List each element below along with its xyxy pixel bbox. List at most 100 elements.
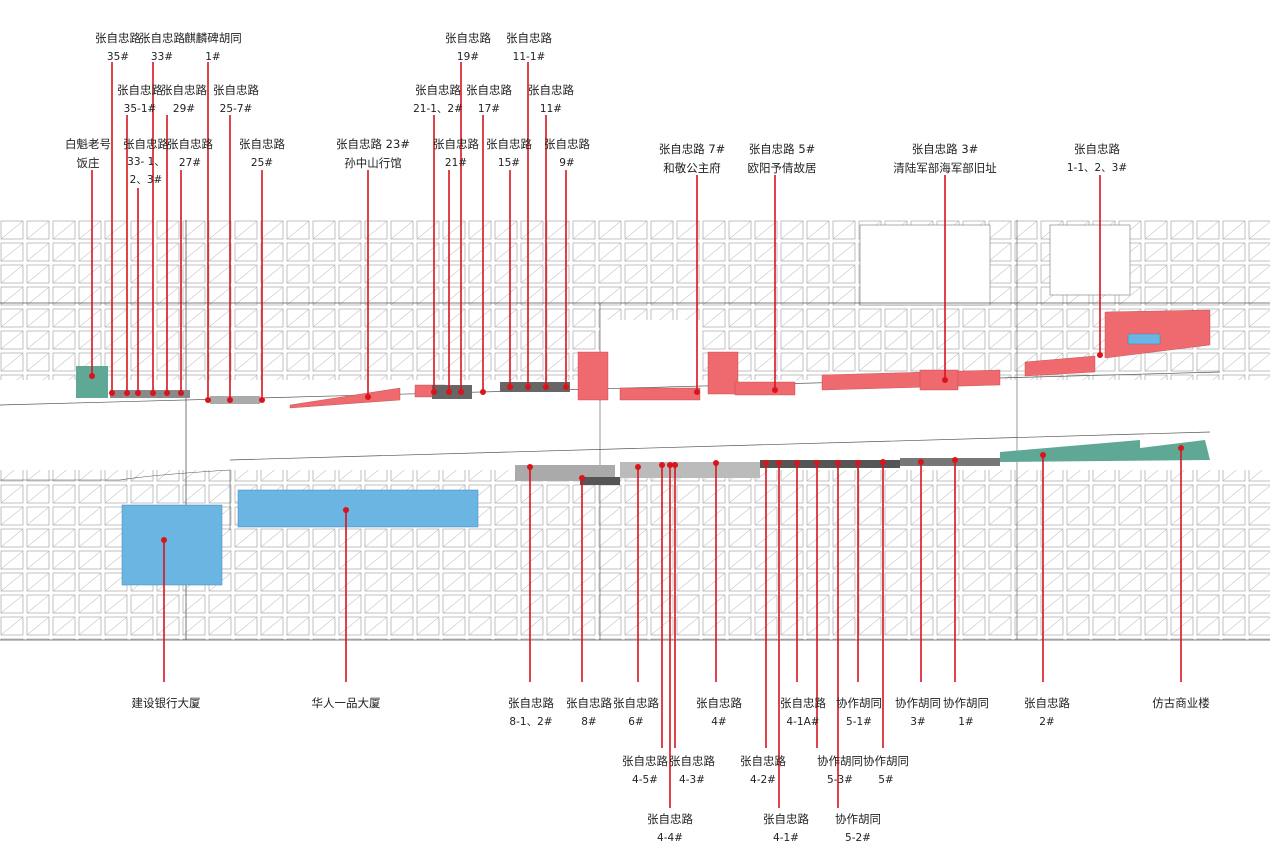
label-number: 4# <box>711 716 727 728</box>
label-number: 1# <box>958 716 974 728</box>
label-number: 27# <box>178 157 202 169</box>
label-name: 张自忠路 <box>213 83 259 97</box>
label-qing-ministry: 张自忠路 3# 清陆军部海军部旧址 <box>893 140 997 178</box>
label-name-2: 清陆军部海军部旧址 <box>893 161 997 175</box>
label-zzz-27: 张自忠路 27# <box>167 135 213 173</box>
label-xiezuo-5-1: 协作胡同 5-1# <box>836 694 882 732</box>
label-name: 张自忠路 <box>445 31 491 45</box>
label-number: 4-1A# <box>786 716 820 728</box>
label-xiezuo-1: 协作胡同 1# <box>943 694 989 732</box>
leader-lines <box>89 62 1184 808</box>
blue-buildings <box>121 333 1161 586</box>
label-name: 张自忠路 <box>433 137 479 151</box>
label-number: 5-2# <box>845 832 871 844</box>
label-name: 张自忠路 <box>1024 696 1070 710</box>
label-number: 4-4# <box>657 832 683 844</box>
label-zzz-4-5: 张自忠路 4-5# <box>622 752 668 790</box>
label-number: 33- 1、 <box>127 156 165 168</box>
label-name: 协作胡同 <box>836 696 882 710</box>
label-name: 张自忠路 <box>566 696 612 710</box>
label-number: 29# <box>172 103 196 115</box>
label-name: 张自忠路 <box>506 31 552 45</box>
label-name: 协作胡同 <box>895 696 941 710</box>
label-name: 张自忠路 <box>95 31 141 45</box>
label-name: 张自忠路 <box>239 137 285 151</box>
label-sun-yatsen: 张自忠路 23#孙中山行馆 <box>336 135 410 173</box>
label-name: 协作胡同 <box>835 812 881 826</box>
label-zzz-19: 张自忠路 19# <box>445 29 491 67</box>
label-name: 张自忠路 <box>139 31 185 45</box>
label-name: 张自忠路 <box>647 812 693 826</box>
label-name: 张自忠路 <box>123 137 169 151</box>
label-hejing-palace: 张自忠路 7# 和敬公主府 <box>659 140 726 178</box>
label-zzz-21-1: 张自忠路 21-1、2# <box>413 81 463 119</box>
heritage-buildings <box>289 309 1211 409</box>
label-number: 6# <box>628 716 644 728</box>
label-number: 1-1、2、3# <box>1066 162 1128 174</box>
label-name: 张自忠路 <box>161 83 207 97</box>
label-number: 25# <box>250 157 274 169</box>
label-zzz-25: 张自忠路 25# <box>239 135 285 173</box>
label-name: 张自忠路 <box>544 137 590 151</box>
label-name: 麒麟碑胡同 <box>184 31 242 45</box>
label-name: 协作胡同 <box>863 754 909 768</box>
label-number: 11-1# <box>512 51 546 63</box>
label-number: 5# <box>878 774 894 786</box>
label-zzz-21: 张自忠路 21# <box>433 135 479 173</box>
label-name: 张自忠路 <box>528 83 574 97</box>
label-xiezuo-5-3: 协作胡同 5-3# <box>817 752 863 790</box>
label-name: 张自忠路 3# <box>911 142 979 156</box>
label-zzz-33: 张自忠路 33# <box>139 29 185 67</box>
label-zzz-11-1: 张自忠路 11-1# <box>506 29 552 67</box>
label-name: 白魁老号 <box>65 137 111 151</box>
label-number: 4-5# <box>632 774 658 786</box>
label-number: 21-1、2# <box>413 103 463 115</box>
label-ccb-tower: 建设银行大厦 <box>132 694 201 713</box>
label-number: 17# <box>477 103 501 115</box>
label-name: 张自忠路 7# <box>658 142 726 156</box>
label-zzz-4-4: 张自忠路 4-4# <box>647 810 693 848</box>
label-number: 2# <box>1039 716 1055 728</box>
label-number: 5-3# <box>827 774 853 786</box>
label-name: 协作胡同 <box>817 754 863 768</box>
label-name: 张自忠路 <box>622 754 668 768</box>
label-name: 仿古商业楼 <box>1152 696 1210 710</box>
label-name: 张自忠路 <box>167 137 213 151</box>
label-zzz-2: 张自忠路 2# <box>1024 694 1070 732</box>
label-name-2: 和敬公主府 <box>663 161 721 175</box>
label-name: 张自忠路 <box>508 696 554 710</box>
label-number: 5-1# <box>846 716 872 728</box>
label-name: 张自忠路 23# <box>336 137 410 151</box>
label-name: 协作胡同 <box>943 696 989 710</box>
label-number: 15# <box>497 157 521 169</box>
label-number: 21# <box>444 157 468 169</box>
label-name: 张自忠路 <box>415 83 461 97</box>
label-number-2: 2、3# <box>129 174 163 186</box>
label-xiezuo-5: 协作胡同 5# <box>863 752 909 790</box>
label-number: 33# <box>150 51 174 63</box>
label-name-2: 饭庄 <box>76 156 100 170</box>
label-antique-commercial: 仿古商业楼 <box>1152 694 1210 713</box>
label-name-2: 欧阳予倩故居 <box>747 161 817 175</box>
label-ouyang-residence: 张自忠路 5#欧阳予倩故居 <box>748 140 817 178</box>
label-number: 35# <box>106 51 130 63</box>
label-number: 19# <box>456 51 480 63</box>
label-name: 建设银行大厦 <box>131 696 201 710</box>
